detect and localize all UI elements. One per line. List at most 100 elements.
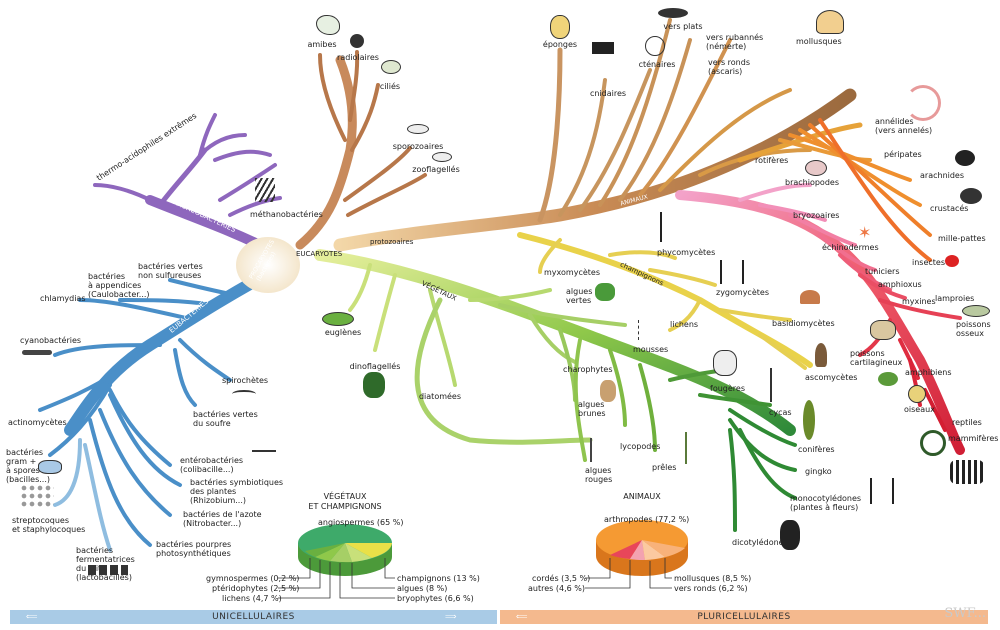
label-arachnides: arachnides [920,171,965,180]
label-bact-azote: bactéries de l'azote (Nitrobacter...) [183,510,262,528]
label-algues-rouges: algues rouges [585,466,613,484]
label-poissons-osseux: poissons osseux [956,320,991,338]
label-poissons-cart: poissons cartilagineux [850,349,903,367]
zebra-icon [950,460,984,484]
red-algae-icon [590,438,612,462]
label-zygomycetes: zygomycètes [716,288,769,297]
ladybug-icon [945,255,959,267]
bacillus-icon [38,460,62,474]
fern-icon [713,350,737,376]
pie-vegetaux-r1: champignons (13 %) [397,574,480,583]
label-mille-pattes: mille-pattes [938,234,986,243]
label-echinodermes: échinodermes [822,243,879,252]
flatworm-icon [658,8,688,18]
left-arrow-icon: ⟸ [26,612,38,621]
animal-branches [333,18,965,455]
label-charophytes: charophytes [563,365,613,374]
frog-icon [878,372,898,386]
label-methano: méthanobactéries [250,210,323,219]
label-peripates: péripates [884,150,922,159]
cyanobacteria-icon [22,350,52,355]
dinoflagellate-icon [363,372,385,398]
grass-icon [870,478,894,504]
pie-animaux-title: ANIMAUX [623,492,661,501]
label-annelides: annélides (vers annelés) [875,117,933,135]
pie-animaux-l1: cordés (3,5 %) [532,574,591,583]
moss-icon [638,320,659,340]
label-tuniciers: tuniciers [865,267,900,276]
label-bact-symbiotiques: bactéries symbiotiques des plantes (Rhiz… [190,478,284,505]
shell-icon [816,10,844,34]
snake-icon [920,430,946,456]
pie-vegetaux [298,524,392,576]
flower-icon [780,520,800,550]
plant-branches [314,249,797,532]
label-amphibiens: amphibiens [905,368,952,377]
brachiopod-icon [805,160,827,176]
label-lichens: lichens [670,320,699,329]
label-vers-plats: vers plats [663,22,703,31]
green-algae-icon [595,283,615,301]
label-coniferes: conifères [798,445,835,454]
label-eucaryotes: EUCARYOTES [296,250,343,258]
label-mousses: mousses [633,345,669,354]
label-sporozoaires: sporozoaires [392,142,444,151]
label-bact-vertes-ns: bactéries vertes non sulfureuses [138,262,203,280]
label-bact-appendices: bactéries à appendices (Caulobacter...) [88,272,150,299]
watermark: SWF... [944,606,986,621]
label-bact-pourpres: bactéries pourpres photosynthétiques [156,540,232,558]
label-radiolaires: radiolaires [337,53,379,62]
pluricellulaires-bar: ⟸ PLURICELLULAIRES [500,610,988,624]
pie-vegetaux-title: VÉGÉTAUX ET CHAMPIGNONS [308,492,382,511]
enterobacteria-icon [252,450,276,460]
pie-animaux-main: arthropodes (77,2 %) [604,515,690,524]
label-amphioxus: amphioxus [878,280,922,289]
conifer-icon [803,400,815,440]
pie-vegetaux-r2: algues (8 %) [397,584,448,593]
label-chlamydias: chlamydias [40,294,86,303]
label-algues-brunes: algues brunes [578,400,606,418]
label-brachiopodes: brachiopodes [785,178,839,187]
label-actinomycetes: actinomycètes [8,418,67,427]
label-cyanobacteries: cyanobactéries [20,336,82,345]
spirochete-icon [232,390,256,398]
label-insectes: insectes [912,258,946,267]
label-basidiomycetes: basidiomycètes [772,319,835,328]
label-mollusques: mollusques [796,37,842,46]
euglena-icon [322,312,354,326]
pie-vegetaux-l1: gymnospermes (0,2 %) [206,574,300,583]
label-oiseaux: oiseaux [904,405,935,414]
label-bact-vertes-soufre: bactéries vertes du soufre [193,410,258,428]
fungi-branches [517,232,813,370]
annelid-icon [905,85,941,121]
label-cilies: ciliés [379,82,401,91]
pie-leader-lines [278,558,672,599]
ray-icon [870,320,896,340]
label-phycomycetes: phycomycètes [657,248,716,257]
label-gingko: gingko [805,467,832,476]
archaea-branches [93,113,282,255]
crab-icon [960,188,982,204]
brown-algae-icon [600,380,616,402]
ctenophore-icon [645,36,665,56]
label-ascomycetes: ascomycètes [805,373,858,382]
pie-animaux-l2: autres (4,6 %) [528,584,585,593]
mushroom-icon [800,290,820,304]
label-bryozoaires: bryozoaires [793,211,840,220]
cycas-icon [770,368,788,402]
jellyfish-icon [592,42,614,82]
label-algues-vertes: algues vertes [566,287,593,305]
bird-icon [908,385,926,403]
label-rotiferes: rotifères [755,156,789,165]
label-mammiferes: mammifères [948,434,999,443]
left-arrow-icon: ⟸ [516,612,528,621]
unicellulaires-bar: ⟸ UNICELLULAIRES ⟹ [10,610,497,624]
origin-node [236,237,300,293]
pie-animaux-r1: mollusques (8,5 %) [674,574,752,583]
label-lycopodes: lycopodes [620,442,661,451]
label-amibes: amibes [307,40,337,49]
pluricellulaires-label: PLURICELLULAIRES [697,612,791,622]
label-eponges: éponges [542,40,578,49]
label-fougeres: fougères [710,384,745,393]
